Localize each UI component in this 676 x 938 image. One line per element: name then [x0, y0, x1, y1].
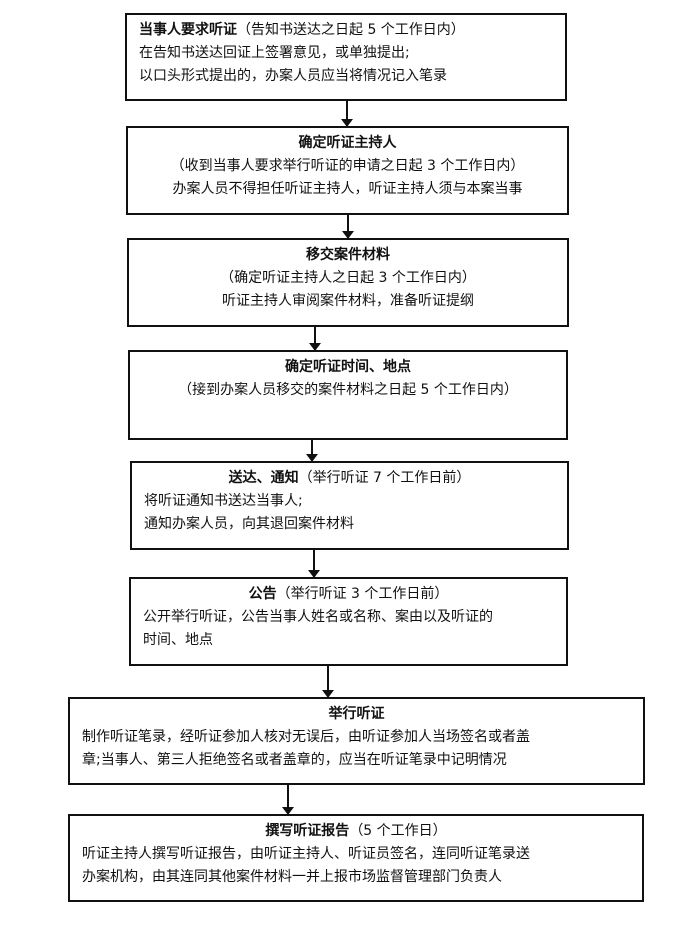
- step-line: 公开举行听证，公告当事人姓名或名称、案由以及听证的: [143, 609, 493, 625]
- step-hold-hearing: 举行听证 制作听证笔录，经听证参加人核对无误后，由听证参加人当场签名或者盖 章;…: [68, 697, 645, 785]
- step-line: 制作听证笔录，经听证参加人核对无误后，由听证参加人当场签名或者盖: [82, 729, 530, 745]
- arrow-down-icon: [282, 785, 294, 815]
- step-title: 撰写听证报告: [265, 823, 350, 839]
- step-title: 送达、通知: [228, 470, 299, 486]
- step-title: 确定听证时间、地点: [285, 359, 411, 375]
- step-deadline: （确定听证主持人之日起 3 个工作日内）: [220, 270, 476, 286]
- step-transfer-materials: 移交案件材料 （确定听证主持人之日起 3 个工作日内） 听证主持人审阅案件材料，…: [127, 238, 569, 327]
- step-deadline: （举行听证 3 个工作日前）: [276, 586, 449, 602]
- step-title: 公告: [248, 586, 277, 602]
- step-title: 当事人要求听证: [139, 22, 237, 38]
- step-set-time-place: 确定听证时间、地点 （接到办案人员移交的案件材料之日起 5 个工作日内）: [128, 350, 568, 440]
- step-deadline: （收到当事人要求举行听证的申请之日起 3 个工作日内）: [170, 158, 525, 174]
- step-line: 通知办案人员，向其退回案件材料: [144, 516, 354, 532]
- step-line: 听证主持人审阅案件材料，准备听证提纲: [222, 293, 474, 309]
- step-deliver-notify: 送达、通知（举行听证 7 个工作日前） 将听证通知书送达当事人; 通知办案人员，…: [130, 461, 569, 550]
- arrow-down-icon: [308, 550, 320, 578]
- step-line: 听证主持人撰写听证报告，由听证主持人、听证员签名，连同听证笔录送: [82, 846, 530, 862]
- step-title: 举行听证: [328, 706, 385, 722]
- step-line: 在告知书送达回证上签署意见，或单独提出;: [139, 45, 410, 61]
- arrow-down-icon: [322, 666, 334, 698]
- arrow-down-icon: [341, 101, 353, 127]
- step-line: 时间、地点: [143, 632, 213, 648]
- step-title: 确定听证主持人: [298, 135, 397, 151]
- step-line: 以口头形式提出的，办案人员应当将情况记入笔录: [139, 68, 447, 84]
- step-line: 将听证通知书送达当事人;: [144, 493, 303, 509]
- step-deadline: （告知书送达之日起 5 个工作日内）: [237, 22, 465, 38]
- arrow-down-icon: [342, 215, 354, 239]
- step-deadline: （接到办案人员移交的案件材料之日起 5 个工作日内）: [178, 382, 518, 398]
- step-write-report: 撰写听证报告（5 个工作日） 听证主持人撰写听证报告，由听证主持人、听证员签名，…: [68, 814, 644, 902]
- step-line: 办案人员不得担任听证主持人，听证主持人须与本案当事: [172, 181, 523, 197]
- arrow-down-icon: [306, 440, 318, 462]
- step-line: 章;当事人、第三人拒绝签名或者盖章的，应当在听证笔录中记明情况: [82, 752, 507, 768]
- step-deadline: （5 个工作日）: [349, 823, 447, 839]
- step-line: 办案机构，由其连同其他案件材料一并上报市场监督管理部门负责人: [82, 869, 502, 885]
- arrow-down-icon: [309, 327, 321, 351]
- step-deadline: （举行听证 7 个工作日前）: [298, 470, 471, 486]
- step-announcement: 公告（举行听证 3 个工作日前） 公开举行听证，公告当事人姓名或名称、案由以及听…: [129, 577, 568, 666]
- step-title: 移交案件材料: [306, 247, 390, 263]
- step-assign-host: 确定听证主持人 （收到当事人要求举行听证的申请之日起 3 个工作日内） 办案人员…: [126, 126, 569, 215]
- step-request-hearing: 当事人要求听证（告知书送达之日起 5 个工作日内） 在告知书送达回证上签署意见，…: [125, 13, 567, 101]
